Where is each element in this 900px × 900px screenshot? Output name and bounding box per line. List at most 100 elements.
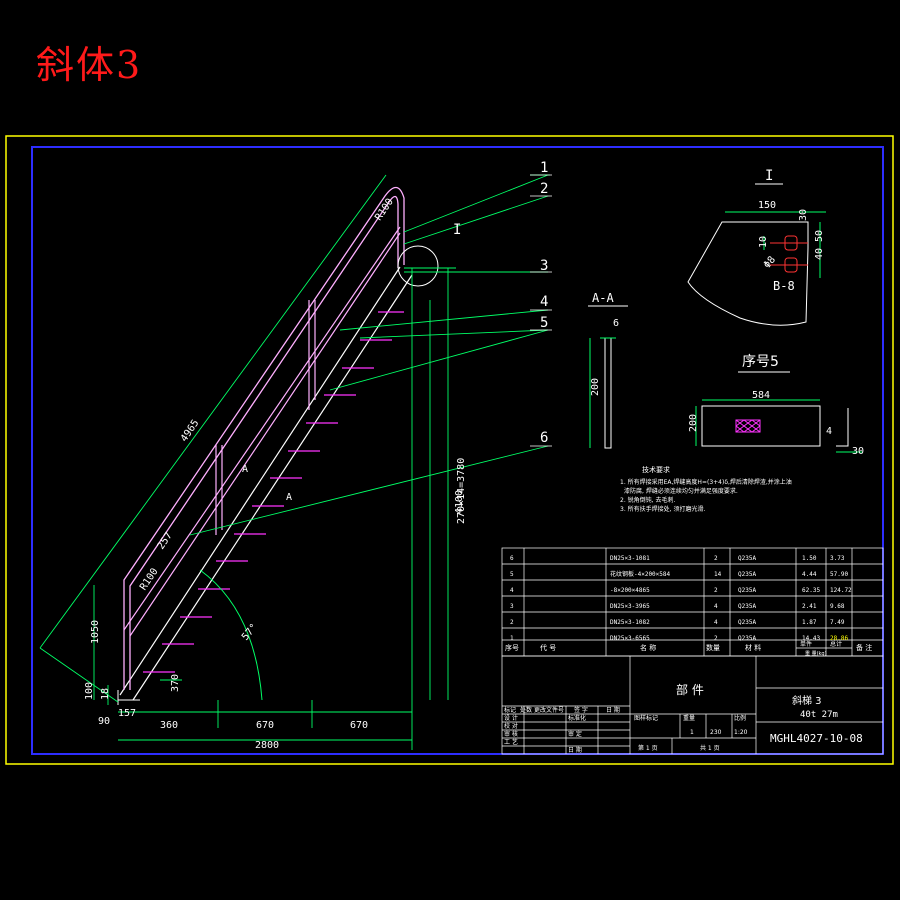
page-title: 斜体3 (36, 43, 143, 87)
bom-cell-total: 7.49 (830, 619, 845, 626)
bom-cell-mat: Q235A (738, 571, 756, 578)
detail-ref-label: I (453, 222, 461, 238)
bom-cell-unit: 1.87 (802, 619, 817, 626)
notes-line-2: 漆防腐, 焊缝必须连续均匀并满足强度要求. (624, 487, 738, 495)
bom-cell-qty: 2 (714, 587, 718, 594)
bom-cell-total: 57.90 (830, 571, 848, 578)
dim-90: 90 (98, 716, 110, 727)
tb-of: 共 1 页 (700, 744, 720, 752)
bom-cell-total: 3.73 (830, 555, 845, 562)
bom-cell-unit: 62.35 (802, 587, 820, 594)
bom-h-unit: 单件 (800, 640, 812, 648)
dim-det-50: 50 (814, 230, 825, 242)
tb-change-doc: 更改文件号 (534, 706, 564, 714)
dim-diag-length: 4965 (179, 418, 202, 444)
title-block: 标记 处数 更改文件号 签 字 日 期 设 计 校 对 审 核 工 艺 标准化 … (501, 655, 884, 755)
balloon-3: 3 (540, 258, 548, 274)
tb-weight-lbl: 重量 (683, 714, 695, 722)
bom-cell-total: 124.72 (830, 587, 852, 594)
bom-cell-name: -8×200×4865 (610, 587, 650, 594)
dim-det-40: 40 (814, 248, 825, 260)
dim-r100-top: R100 (373, 197, 396, 223)
part5-title: 序号5 (742, 354, 779, 370)
dim-det-150: 150 (758, 200, 776, 211)
bom-cell-total: 9.68 (830, 603, 845, 610)
bom-cell-mat: Q235A (738, 555, 756, 562)
dim-670b: 670 (350, 720, 368, 731)
dim-det-b8: B-8 (773, 279, 795, 293)
tb-scale-val: 1:20 (734, 729, 748, 736)
tb-row-count: 处数 (520, 706, 532, 714)
tb-qty-val: 1 (690, 729, 694, 736)
bom-cell-name: DN25×3-3965 (610, 603, 650, 610)
balloon-4: 4 (540, 294, 548, 310)
dim-part5-h: 200 (688, 414, 699, 432)
bom-h-qty: 数量 (706, 643, 720, 652)
bom-cell-unit: 4.44 (802, 571, 817, 578)
bom-h-total: 总计 (830, 640, 842, 648)
tb-drawing-name: 斜梯 3 (792, 694, 822, 707)
tb-part-label: 部 件 (676, 682, 704, 697)
balloon-5: 5 (540, 315, 548, 331)
tb-date: 日 期 (606, 706, 620, 714)
bom-cell-no: 1 (510, 635, 514, 642)
dim-det-10: 10 (758, 236, 769, 248)
dim-part5-30: 30 (852, 446, 864, 457)
tb-drawing-no: MGHL4027-10-08 (770, 732, 863, 745)
section-label: A-A (592, 291, 614, 305)
dim-18: 18 (100, 688, 111, 700)
section-arrow-a2: A (286, 492, 292, 503)
stair-elevation (117, 186, 439, 705)
dim-det-30: 30 (798, 209, 809, 221)
dim-4100: 4100 (454, 490, 465, 514)
notes-line-3: 2. 锐角倒钝, 去毛刺. (620, 496, 675, 504)
bom-cell-unit: 14.43 (802, 635, 820, 642)
bom-cell-no: 2 (510, 619, 514, 626)
tb-row-mark: 标记 (504, 706, 516, 714)
tb-sign: 签 字 (574, 706, 588, 714)
balloon-2: 2 (540, 181, 548, 197)
bom-h-code: 代 号 (540, 643, 556, 652)
bom-h-weight: 重 量(kg) (805, 650, 827, 657)
dim-360: 360 (160, 720, 178, 731)
bom-cell-mat: Q235A (738, 603, 756, 610)
bom-cell-mat: Q235A (738, 619, 756, 626)
tb-date2: 日 期 (568, 746, 582, 754)
bom-cell-no: 6 (510, 555, 514, 562)
outer-frame (5, 135, 894, 765)
tb-weight-val: 230 (710, 729, 722, 736)
bom-cell-mat: Q235A (738, 635, 756, 642)
dim-part5-w: 584 (752, 390, 770, 401)
balloon-1: 1 (540, 160, 548, 176)
dim-670a: 670 (256, 720, 274, 731)
bom-cell-name: DN25×3-1081 (610, 555, 650, 562)
bom-h-no: 序号 (505, 643, 519, 652)
bom-h-remark: 备 注 (856, 643, 872, 652)
part5-view (695, 371, 862, 453)
notes-line-1: 1. 所有焊接采用EA,焊缝高度H=(3+4)δ,焊后清除焊渣,并涂上油 (620, 478, 792, 486)
tb-std: 标准化 (568, 714, 586, 722)
dim-sec-200: 200 (590, 378, 601, 396)
dim-angle: 57° (240, 622, 260, 643)
tb-row-check: 校 对 (504, 722, 518, 730)
bom-cell-qty: 2 (714, 635, 718, 642)
tb-row-design: 设 计 (504, 714, 518, 722)
tb-row-review: 审 核 (504, 730, 518, 738)
tb-approve: 审 定 (568, 730, 582, 738)
dim-sec-6: 6 (613, 318, 619, 329)
bom-cell-mat: Q235A (738, 587, 756, 594)
dim-1050: 1050 (90, 620, 101, 644)
bom-cell-name: DN25×3-1082 (610, 619, 650, 626)
bom-h-name: 名 称 (640, 643, 656, 652)
section-arrow-a1: A (242, 464, 248, 475)
dim-100: 100 (84, 682, 95, 700)
detail-title: I (765, 168, 773, 184)
dim-part5-t: 4 (826, 426, 832, 437)
bom-cell-qty: 2 (714, 555, 718, 562)
tb-row-process: 工 艺 (504, 738, 518, 746)
notes-heading: 技术要求 (642, 465, 670, 474)
bom-cell-no: 5 (510, 571, 514, 578)
dim-r100-low: R100 (138, 566, 161, 592)
tb-stage: 图样标记 (634, 714, 658, 722)
